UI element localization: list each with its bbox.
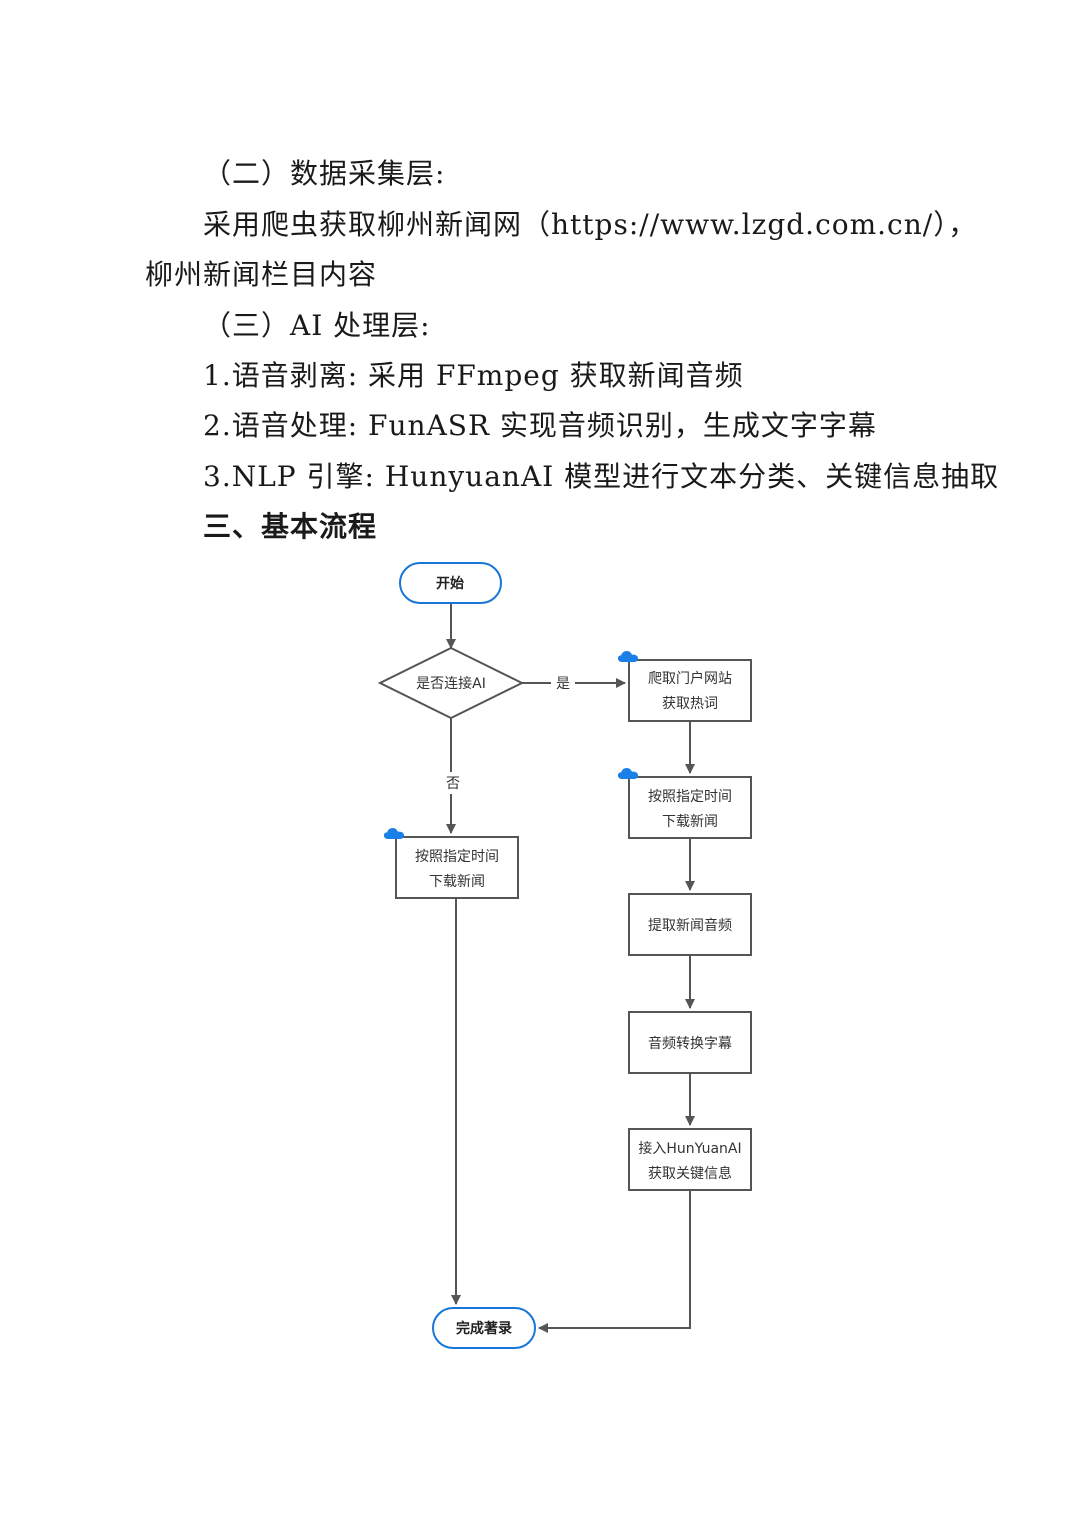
cloud-icon [617,651,639,662]
hunyuan-label-line1: 接入HunYuanAI [638,1140,741,1157]
right-download-label-line1: 按照指定时间 [648,789,732,805]
hunyuan-label-line2: 获取关键信息 [648,1165,732,1182]
left-download-label-line1: 按照指定时间 [415,849,499,865]
section-title-basic-flow: 三、基本流程 [203,510,378,543]
crawl-label-line2: 获取热词 [662,696,718,712]
edge-label-yes: 是 [556,676,570,692]
edge-hunyuan-to-end [538,1190,691,1333]
left-download-node: 按照指定时间 下载新闻 [383,828,519,899]
paragraph-crawler-line2: 柳州新闻栏目内容 [145,258,378,291]
crawl-node: 爬取门户网站 获取热词 [617,651,752,722]
right-download-label-line2: 下载新闻 [662,814,718,830]
paragraph-data-collection-title: （二）数据采集层: [203,157,446,190]
hunyuan-node: 接入HunYuanAI 获取关键信息 [628,1128,752,1191]
paragraph-item-2: 2.语音处理: FunASR 实现音频识别，生成文字字幕 [203,409,877,442]
right-download-node: 按照指定时间 下载新闻 [617,768,752,839]
paragraph-ai-layer-title: （三）AI 处理层: [203,309,431,342]
start-label: 开始 [436,575,464,592]
start-node: 开始 [399,562,502,604]
audio-to-subtitle-node: 音频转换字幕 [628,1011,752,1074]
audio-to-subtitle-label: 音频转换字幕 [648,1035,732,1052]
cloud-icon [617,768,639,779]
paragraph-crawler-line1: 采用爬虫获取柳州新闻网（https://www.lzgd.com.cn/）， [203,208,978,241]
paragraph-item-1: 1.语音剥离: 采用 FFmpeg 获取新闻音频 [203,359,744,392]
end-node: 完成著录 [432,1307,536,1349]
end-label: 完成著录 [456,1320,512,1337]
crawl-label-line1: 爬取门户网站 [648,670,732,687]
left-download-label-line2: 下载新闻 [429,874,485,890]
extract-audio-label: 提取新闻音频 [648,917,732,934]
cloud-icon [383,828,405,839]
edge-label-no: 否 [446,776,460,792]
decision-label: 是否连接AI [416,675,486,692]
extract-audio-node: 提取新闻音频 [628,893,752,956]
decision-node: 是否连接AI [377,646,525,720]
paragraph-item-3: 3.NLP 引擎: HunyuanAI 模型进行文本分类、关键信息抽取 [203,460,1000,493]
